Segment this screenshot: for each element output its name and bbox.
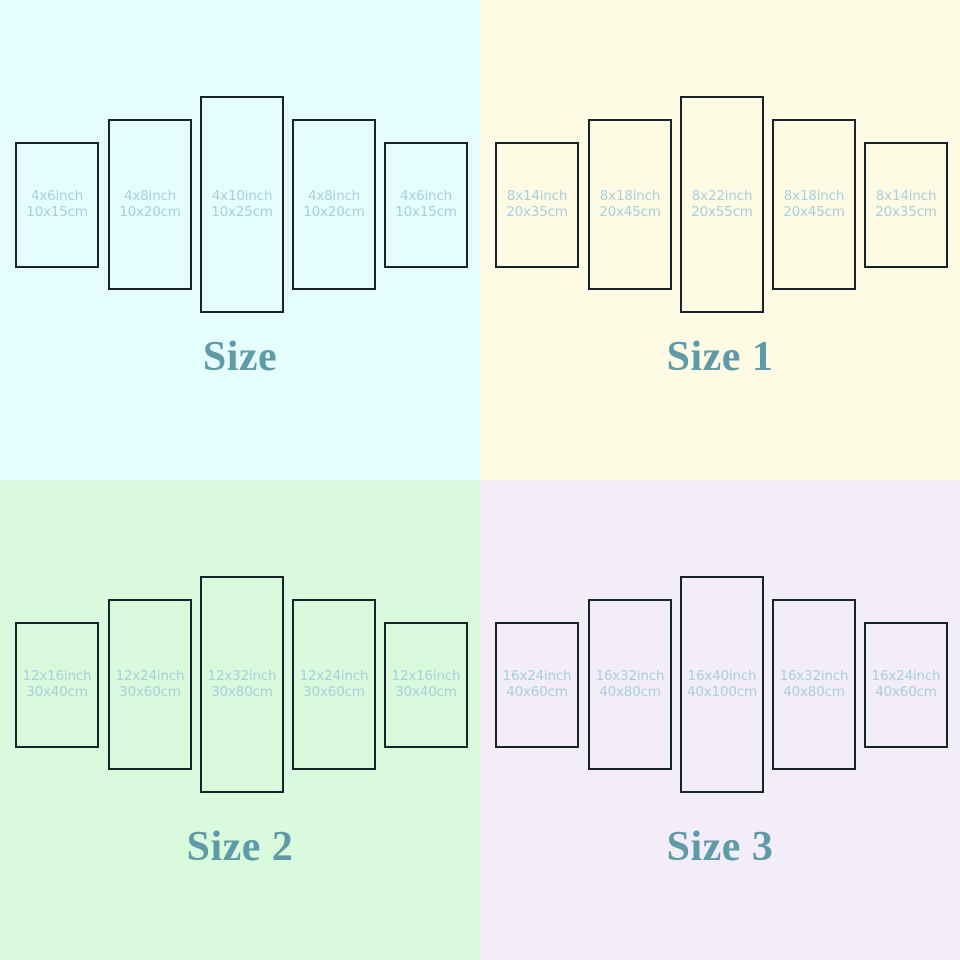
panel-inch-0-2: 4x8inch (123, 187, 177, 204)
panel-inch-0-4: 4x8inch (307, 187, 361, 204)
panel-cm-2-2: 30x60cm (119, 683, 181, 700)
canvas-panel-1-5[interactable]: 8x14inch 20x35cm (864, 142, 948, 268)
panel-inch-2-2: 12x24inch (115, 667, 185, 684)
panel-cm-0-5: 10x15cm (395, 204, 457, 220)
panel-label-1-5: 8x14inch 20x35cm (875, 188, 937, 221)
panel-inch-0-1: 4x6inch (30, 188, 84, 205)
panel-inch-1-5: 8x14inch (875, 188, 937, 205)
panel-cm-1-5: 20x35cm (875, 204, 937, 220)
canvas-panel-0-5[interactable]: 4x6inch 10x15cm (384, 142, 468, 268)
canvas-panel-3-1[interactable]: 16x24inch 40x60cm (495, 622, 579, 748)
panel-inch-1-4: 8x18inch (783, 187, 845, 204)
canvas-panel-2-4[interactable]: 12x24inch 30x60cm (292, 599, 376, 770)
canvas-panel-0-1[interactable]: 4x6inch 10x15cm (15, 142, 99, 268)
canvas-panel-0-4[interactable]: 4x8inch 10x20cm (292, 119, 376, 290)
panel-inch-3-1: 16x24inch (502, 668, 572, 685)
panel-label-2-1: 12x16inch 30x40cm (22, 668, 92, 701)
panel-cm-2-5: 30x40cm (395, 684, 457, 700)
panel-cm-2-4: 30x60cm (303, 683, 365, 700)
panel-inch-2-4: 12x24inch (299, 667, 369, 684)
panel-cm-1-3: 20x55cm (691, 203, 753, 220)
panel-label-0-1: 4x6inch 10x15cm (26, 188, 88, 221)
canvas-panel-1-2[interactable]: 8x18inch 20x45cm (588, 119, 672, 290)
size-title-2: Size 2 (186, 824, 294, 870)
panel-group-3: 16x24inch 40x60cm 16x32inch 40x80cm 16x4… (480, 480, 960, 960)
canvas-panel-0-3[interactable]: 4x10inch 10x25cm (200, 96, 284, 313)
canvas-panel-3-5[interactable]: 16x24inch 40x60cm (864, 622, 948, 748)
panel-inch-1-3: 8x22inch (691, 187, 753, 204)
panel-inch-2-5: 12x16inch (391, 668, 461, 685)
panel-cm-3-2: 40x80cm (599, 683, 661, 700)
panel-cm-3-4: 40x80cm (783, 683, 845, 700)
panel-cm-3-3: 40x100cm (687, 683, 757, 700)
panel-inch-2-3: 12x32inch (207, 667, 277, 684)
canvas-panel-2-1[interactable]: 12x16inch 30x40cm (15, 622, 99, 748)
panel-cm-0-4: 10x20cm (303, 203, 365, 220)
panel-cm-0-3: 10x25cm (211, 203, 273, 220)
panel-cm-1-4: 20x45cm (783, 203, 845, 220)
panel-cm-2-1: 30x40cm (26, 684, 88, 700)
canvas-panel-1-1[interactable]: 8x14inch 20x35cm (495, 142, 579, 268)
canvas-panel-1-3[interactable]: 8x22inch 20x55cm (680, 96, 764, 313)
panel-label-1-4: 8x18inch 20x45cm (783, 187, 845, 221)
size-title-1: Size 1 (666, 334, 774, 380)
panel-label-2-4: 12x24inch 30x60cm (299, 667, 369, 701)
panel-label-3-1: 16x24inch 40x60cm (502, 668, 572, 701)
size-chart-quadrant-1: 8x14inch 20x35cm 8x18inch 20x45cm 8x22in… (480, 0, 960, 480)
size-chart-quadrant-0: 4x6inch 10x15cm 4x8inch 10x20cm 4x10inch… (0, 0, 480, 480)
panel-inch-2-1: 12x16inch (22, 668, 92, 685)
panel-label-0-3: 4x10inch 10x25cm (211, 187, 273, 221)
canvas-panel-3-2[interactable]: 16x32inch 40x80cm (588, 599, 672, 770)
panel-label-3-4: 16x32inch 40x80cm (779, 667, 849, 701)
panel-group-0: 4x6inch 10x15cm 4x8inch 10x20cm 4x10inch… (0, 0, 480, 480)
panel-group-1: 8x14inch 20x35cm 8x18inch 20x45cm 8x22in… (480, 0, 960, 480)
canvas-panel-3-4[interactable]: 16x32inch 40x80cm (772, 599, 856, 770)
panel-cm-1-2: 20x45cm (599, 203, 661, 220)
panel-label-0-4: 4x8inch 10x20cm (303, 187, 365, 221)
panel-cm-1-1: 20x35cm (506, 204, 568, 220)
size-chart-quadrant-3: 16x24inch 40x60cm 16x32inch 40x80cm 16x4… (480, 480, 960, 960)
panel-label-0-2: 4x8inch 10x20cm (119, 187, 181, 221)
canvas-panel-0-2[interactable]: 4x8inch 10x20cm (108, 119, 192, 290)
panel-label-1-2: 8x18inch 20x45cm (599, 187, 661, 221)
panel-inch-1-1: 8x14inch (506, 188, 568, 205)
panel-label-3-5: 16x24inch 40x60cm (871, 668, 941, 701)
panel-inch-0-5: 4x6inch (399, 188, 453, 205)
panel-label-2-5: 12x16inch 30x40cm (391, 668, 461, 701)
panel-cm-0-1: 10x15cm (26, 204, 88, 220)
panel-label-2-2: 12x24inch 30x60cm (115, 667, 185, 701)
size-title-3: Size 3 (666, 824, 774, 870)
size-title-0: Size (202, 334, 278, 380)
canvas-panel-2-3[interactable]: 12x32inch 30x80cm (200, 576, 284, 793)
panel-cm-3-1: 40x60cm (506, 684, 568, 700)
panel-inch-0-3: 4x10inch (211, 187, 273, 204)
canvas-panel-2-2[interactable]: 12x24inch 30x60cm (108, 599, 192, 770)
panel-cm-3-5: 40x60cm (875, 684, 937, 700)
size-chart-quadrant-2: 12x16inch 30x40cm 12x24inch 30x60cm 12x3… (0, 480, 480, 960)
panel-label-0-5: 4x6inch 10x15cm (395, 188, 457, 221)
panel-inch-3-3: 16x40inch (687, 667, 757, 684)
canvas-panel-3-3[interactable]: 16x40inch 40x100cm (680, 576, 764, 793)
panel-cm-0-2: 10x20cm (119, 203, 181, 220)
panel-label-2-3: 12x32inch 30x80cm (207, 667, 277, 701)
canvas-panel-2-5[interactable]: 12x16inch 30x40cm (384, 622, 468, 748)
panel-label-3-3: 16x40inch 40x100cm (687, 667, 757, 701)
panel-inch-3-5: 16x24inch (871, 668, 941, 685)
canvas-panel-1-4[interactable]: 8x18inch 20x45cm (772, 119, 856, 290)
panel-label-3-2: 16x32inch 40x80cm (595, 667, 665, 701)
panel-label-1-3: 8x22inch 20x55cm (691, 187, 753, 221)
panel-cm-2-3: 30x80cm (211, 683, 273, 700)
panel-inch-3-4: 16x32inch (779, 667, 849, 684)
panel-group-2: 12x16inch 30x40cm 12x24inch 30x60cm 12x3… (0, 480, 480, 960)
panel-inch-1-2: 8x18inch (599, 187, 661, 204)
panel-inch-3-2: 16x32inch (595, 667, 665, 684)
panel-label-1-1: 8x14inch 20x35cm (506, 188, 568, 221)
